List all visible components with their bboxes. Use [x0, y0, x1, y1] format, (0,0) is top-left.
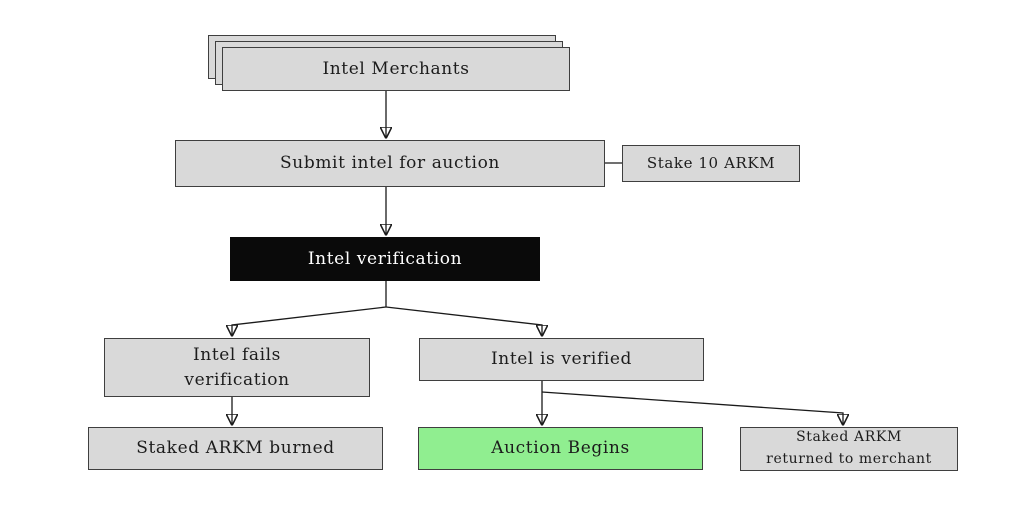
node-intel-is-verified: Intel is verified: [419, 338, 704, 381]
edge-verification-to-fails: [232, 306, 387, 335]
node-verification-label: Intel verification: [307, 248, 463, 269]
node-stake-label: Stake 10 ARKM: [646, 153, 776, 172]
node-submit-intel-label: Submit intel for auction: [280, 153, 500, 174]
node-intel-merchants: Intel Merchants: [222, 47, 570, 91]
node-intel-merchants-label: Intel Merchants: [322, 58, 470, 79]
node-fails-label: Intel fails verification: [184, 344, 290, 390]
edge-verified-to-returned: [541, 391, 843, 424]
node-submit-intel-for-auction: Submit intel for auction: [175, 140, 605, 187]
node-burned-label: Staked ARKM burned: [136, 438, 335, 459]
node-auction-label: Auction Begins: [491, 438, 630, 459]
node-staked-arkm-burned: Staked ARKM burned: [88, 427, 383, 470]
node-stake-10-arkm: Stake 10 ARKM: [622, 145, 800, 182]
node-returned-label: Staked ARKM returned to merchant: [766, 429, 932, 467]
edge-verification-to-verified: [385, 306, 542, 335]
node-intel-fails-verification: Intel fails verification: [104, 338, 370, 397]
node-intel-verification: Intel verification: [230, 237, 540, 281]
node-staked-arkm-returned: Staked ARKM returned to merchant: [740, 427, 958, 471]
node-verified-label: Intel is verified: [490, 349, 633, 370]
node-auction-begins: Auction Begins: [418, 427, 703, 470]
